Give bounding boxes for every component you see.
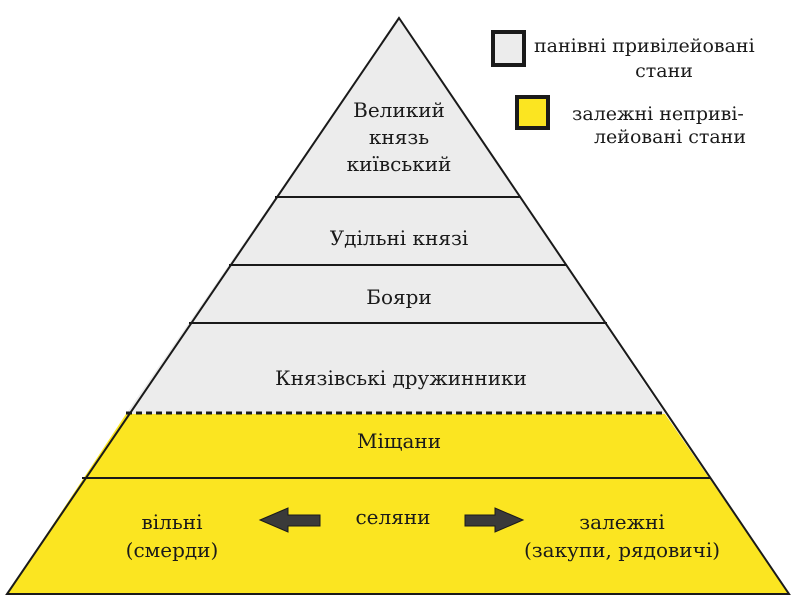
grand-prince-label-line2: князь [369,125,429,149]
free-peasants-label-line2: (смерди) [126,538,219,562]
dependent-peasants-label-line1: залежні [579,510,665,534]
arrow-left-icon [258,507,321,533]
peasants-label: селяни [355,505,430,529]
townspeople-label: Міщани [357,429,441,453]
grand-prince-label-line1: Великий [353,98,445,122]
boyars-label: Бояри [366,285,432,309]
retinue-label: Князівські дружинники [275,366,527,390]
free-peasants-label-line1: вільні [142,510,203,534]
legend-privileged-swatch [491,30,526,67]
dependent-region [7,414,789,594]
legend-privileged-line2: стани [635,60,693,82]
dependent-peasants-label-line2: (закупи, рядовичі) [524,538,720,562]
privileged-region [126,18,665,414]
pyramid-outline [5,16,791,595]
legend-privileged-line1: панівні привілейовані [534,35,755,57]
arrow-right-icon [464,507,525,533]
grand-prince-label-line3: київський [347,152,452,176]
legend-dependent-swatch [515,95,550,130]
legend-dependent-line1: залежні неприві- [572,103,744,125]
appanage-princes-label: Удільні князі [330,226,469,250]
legend-dependent-line2: лейовані стани [594,126,746,148]
